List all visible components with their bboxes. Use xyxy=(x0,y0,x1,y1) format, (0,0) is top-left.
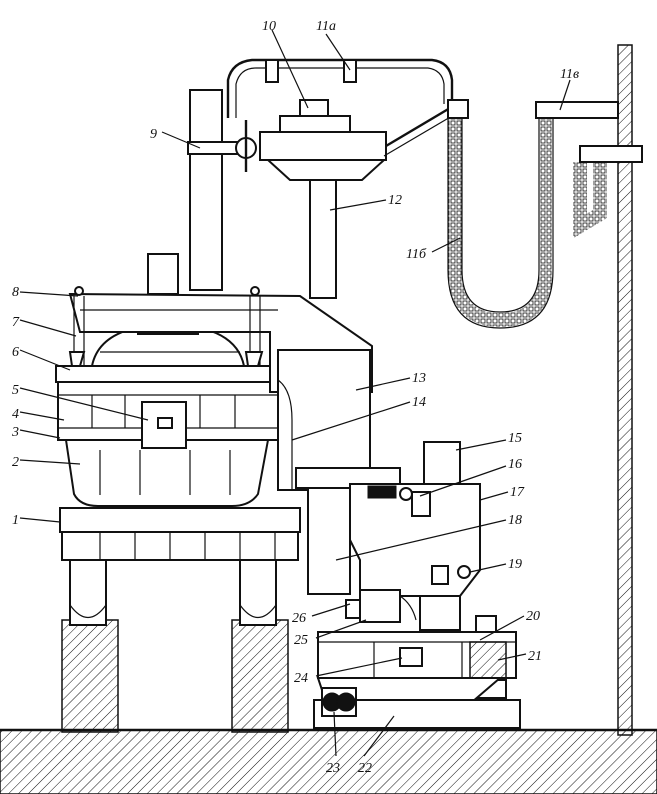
label-22: 22 xyxy=(358,761,372,776)
right-wall xyxy=(617,44,633,736)
label-13: 13 xyxy=(412,371,426,386)
label-3: 3 xyxy=(11,425,19,440)
label-16: 16 xyxy=(508,457,522,472)
mold-body xyxy=(55,322,281,507)
label-2: 2 xyxy=(12,455,19,470)
label-18: 18 xyxy=(508,513,522,528)
top-frame xyxy=(187,58,469,299)
label-12: 12 xyxy=(388,193,402,208)
label-24: 24 xyxy=(294,671,308,686)
ground xyxy=(0,728,657,794)
label-17: 17 xyxy=(510,485,525,500)
label-11b: 11б xyxy=(406,247,427,262)
label-1: 1 xyxy=(12,513,19,528)
foundation-pillars xyxy=(61,554,289,733)
label-10: 10 xyxy=(262,19,276,34)
label-14: 14 xyxy=(412,395,426,410)
label-25: 25 xyxy=(294,633,308,648)
label-15: 15 xyxy=(508,431,522,446)
label-8: 8 xyxy=(12,285,19,300)
part-labels: 1 2 3 4 5 6 7 8 9 10 11a 12 11б 11в 13 1… xyxy=(11,19,579,776)
label-26: 26 xyxy=(292,611,306,626)
hose xyxy=(447,101,643,329)
leader-lines xyxy=(19,29,571,757)
label-11v: 11в xyxy=(560,67,579,82)
label-9: 9 xyxy=(150,127,157,142)
label-6: 6 xyxy=(12,345,19,360)
label-19: 19 xyxy=(508,557,522,572)
label-11a: 11a xyxy=(316,19,336,34)
label-7: 7 xyxy=(12,315,20,330)
label-20: 20 xyxy=(526,609,540,624)
base-platform xyxy=(59,507,301,561)
label-21: 21 xyxy=(528,649,542,664)
label-5: 5 xyxy=(12,383,19,398)
label-4: 4 xyxy=(12,407,19,422)
label-23: 23 xyxy=(326,761,340,776)
lower-mechanism xyxy=(295,441,521,729)
